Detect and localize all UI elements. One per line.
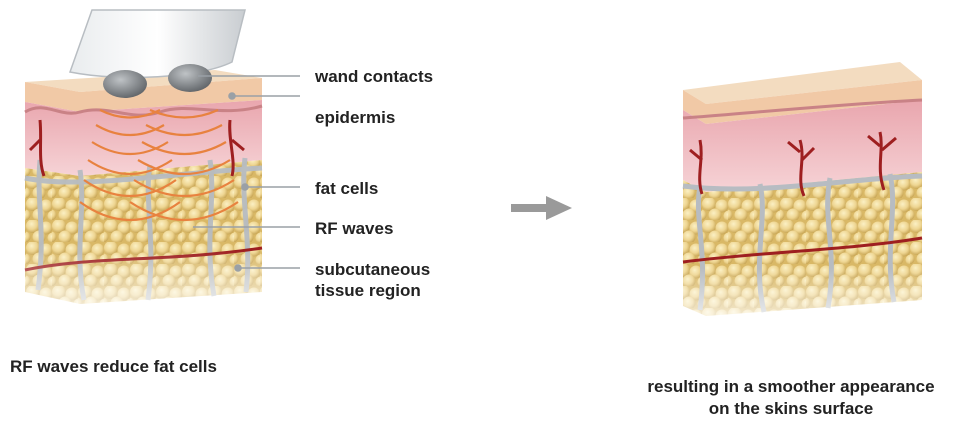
- left-caption: RF waves reduce fat cells: [10, 357, 217, 376]
- label-epidermis: epidermis: [315, 108, 396, 127]
- label-subcutaneous: subcutaneous tissue region: [315, 260, 431, 300]
- label-wand-contacts: wand contacts: [315, 67, 434, 86]
- right-caption-line2: on the skins surface: [708, 399, 874, 418]
- right-caption-line1: resulting in a smoother appearance: [647, 377, 935, 396]
- label-rf-waves: RF waves: [315, 219, 394, 238]
- left-skin-block: [20, 70, 270, 330]
- label-fat-cells: fat cells: [315, 179, 379, 198]
- right-skin-block: [678, 62, 928, 338]
- rf-wand: [69, 9, 246, 98]
- transition-arrow: [511, 196, 572, 220]
- callout-leader-lines: [193, 75, 300, 272]
- rf-wave-arcs: [79, 108, 239, 222]
